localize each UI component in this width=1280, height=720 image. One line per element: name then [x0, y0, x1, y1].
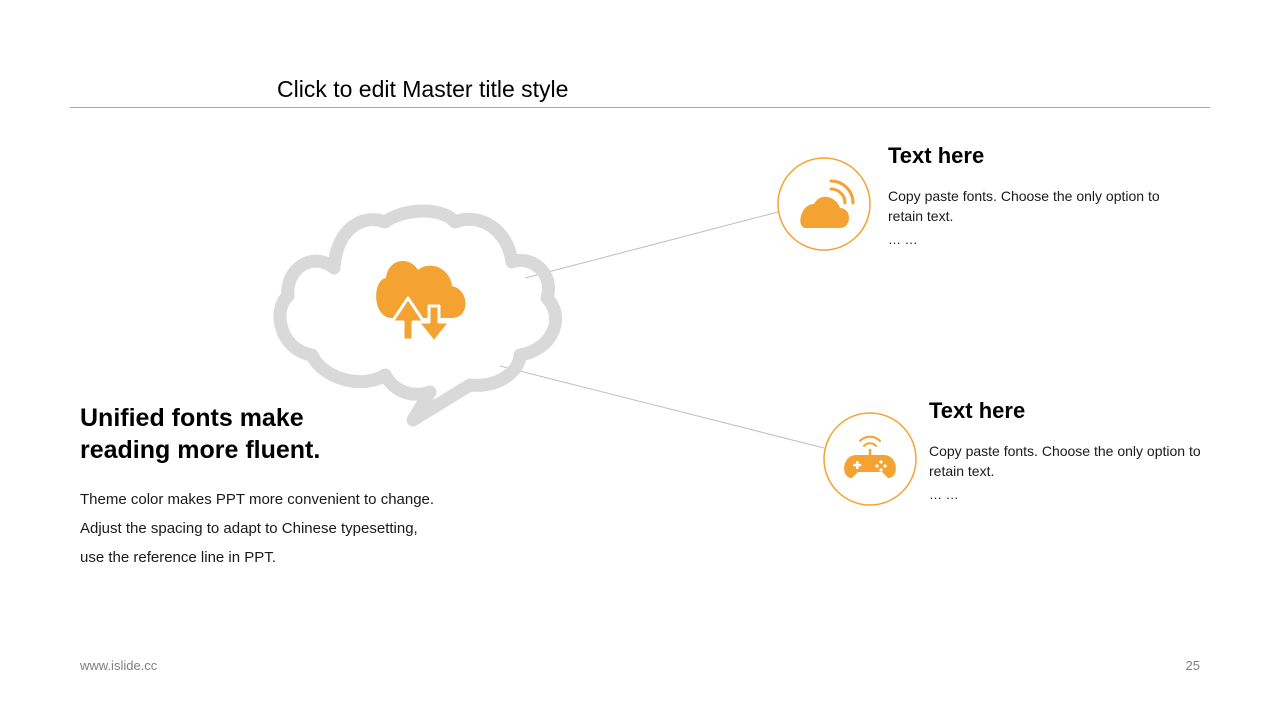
cloud-wifi-icon	[777, 157, 871, 251]
body-text-line-2[interactable]: Adjust the spacing to adapt to Chinese t…	[80, 520, 418, 537]
speech-bubble-cloud	[273, 204, 563, 427]
page-number: 25	[1185, 658, 1200, 673]
item-2-text[interactable]: Copy paste fonts. Choose the only option…	[929, 443, 1201, 479]
footer-url: www.islide.cc	[80, 658, 158, 673]
slide-title[interactable]: Click to edit Master title style	[277, 76, 569, 102]
connector-line-top	[524, 211, 779, 279]
item-1-text[interactable]: Copy paste fonts. Choose the only option…	[888, 188, 1160, 224]
item-2-ellipsis: … …	[929, 487, 959, 502]
headline-line-2: reading more fluent.	[80, 436, 321, 464]
headline[interactable]: Unified fonts make reading more fluent.	[80, 402, 410, 466]
headline-line-1: Unified fonts make	[80, 404, 304, 432]
item-1-ellipsis: … …	[888, 232, 918, 247]
body-text-line-1[interactable]: Theme color makes PPT more convenient to…	[80, 491, 435, 508]
item-1-heading[interactable]: Text here	[888, 143, 985, 168]
connector-line-bottom	[499, 365, 825, 449]
title-divider	[70, 107, 1210, 108]
body-text-line-3[interactable]: use the reference line in PPT.	[80, 549, 276, 566]
item-2-heading[interactable]: Text here	[929, 398, 1026, 423]
cloud-upload-download-icon	[376, 260, 466, 344]
gamepad-icon	[823, 412, 917, 506]
